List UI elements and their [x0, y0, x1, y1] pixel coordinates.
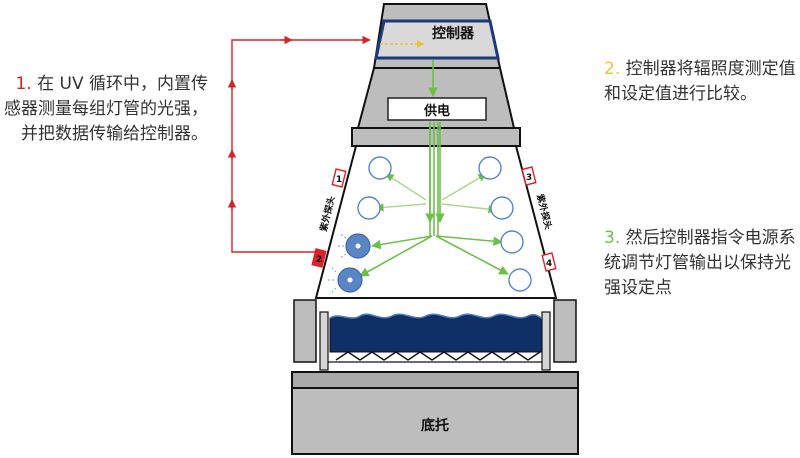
note-number: 2.: [604, 59, 621, 79]
base-label: 底托: [421, 417, 449, 434]
lamp-tube: [368, 156, 392, 180]
lamp-tube: [508, 268, 532, 292]
lamp-active: [326, 265, 363, 295]
power-box: [387, 97, 487, 121]
lamp-group-right: [478, 156, 532, 292]
controller-label: 控制器: [432, 25, 475, 42]
controller-block: 控制器: [372, 3, 502, 69]
lamp-tube: [478, 156, 502, 180]
note-text: 在 UV 循环中，内置传感器测量每组灯管的光强，并把数据传输给控制器。: [4, 74, 208, 144]
chamber-top-band: [351, 127, 521, 147]
sensor-3: 3: [521, 166, 537, 186]
left-leg: [319, 311, 329, 371]
command-lines-light: [375, 173, 497, 214]
lamp-tube: [500, 230, 524, 254]
power-label: 供电: [423, 103, 450, 119]
sensor-number: 2: [316, 255, 322, 265]
note-number: 1.: [15, 74, 32, 94]
feedback-loop: [227, 35, 371, 253]
note-text: 然后控制器指令电源系统调节灯管输出以保持光强设定点: [604, 228, 796, 298]
note-step-3: 3. 然后控制器指令电源系统调节灯管输出以保持光强设定点: [604, 226, 798, 301]
note-step-2: 2. 控制器将辐照度测定值和设定值进行比较。: [604, 57, 796, 107]
command-lines: [359, 60, 509, 277]
sensor-2: 2: [311, 248, 327, 268]
lamp-tube: [357, 196, 381, 220]
note-step-1: 1. 在 UV 循环中，内置传感器测量每组灯管的光强，并把数据传输给控制器。: [2, 72, 208, 147]
note-text: 控制器将辐照度测定值和设定值进行比较。: [604, 59, 796, 104]
lamp-active: [336, 233, 371, 259]
active-lamps: [326, 233, 371, 295]
sensor-1: 1: [331, 168, 347, 188]
heater-coil: [335, 351, 541, 361]
sensor-number: 1: [336, 175, 342, 185]
lamp-group-left: [357, 156, 392, 220]
right-pillar: [553, 299, 577, 363]
note-number: 3.: [604, 228, 621, 248]
base-block: 底托: [291, 371, 579, 455]
right-leg: [541, 311, 551, 371]
sensor-4: 4: [541, 252, 557, 272]
lamp-tube: [490, 196, 514, 220]
water-tray: [328, 313, 543, 363]
left-pillar: [293, 299, 317, 363]
sensor-number: 4: [546, 259, 552, 269]
sensor-number: 3: [526, 173, 532, 183]
